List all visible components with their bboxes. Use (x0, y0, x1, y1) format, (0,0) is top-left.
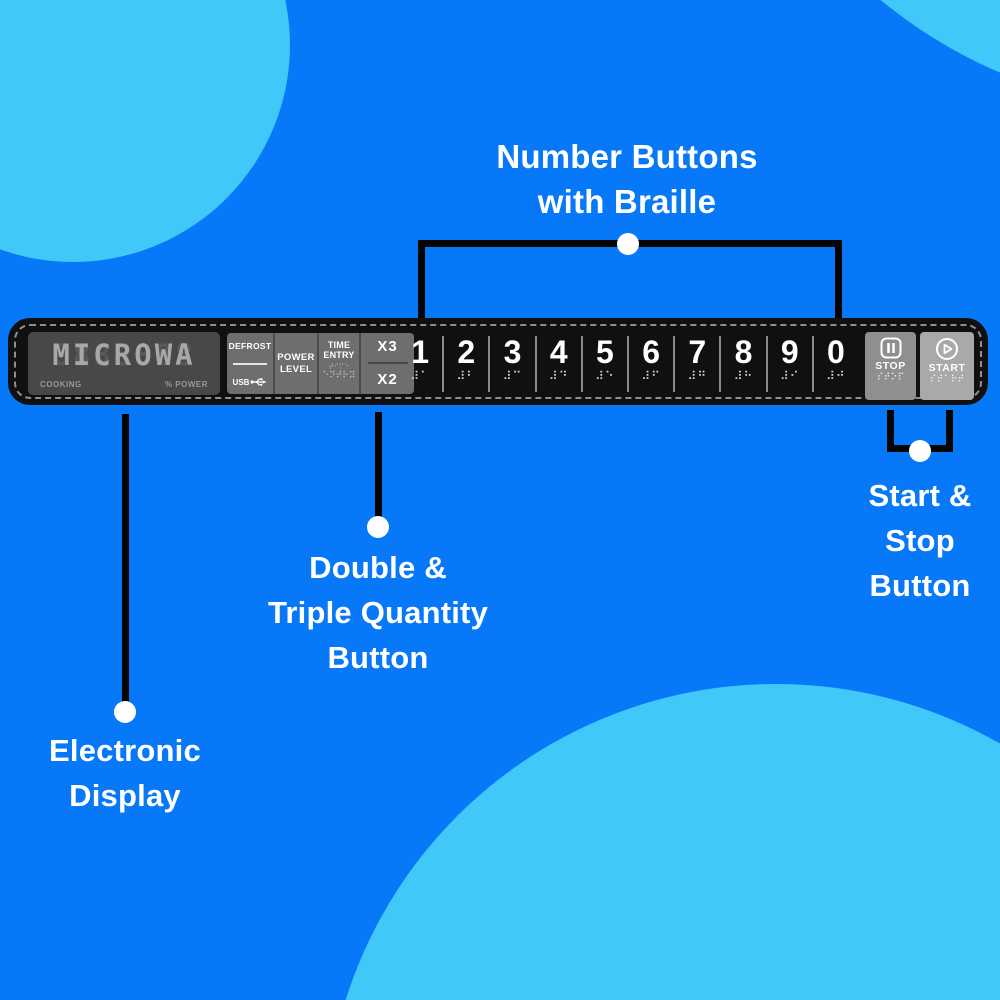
stop-button[interactable]: STOP ⠎⠞⠕⠏ (865, 332, 916, 400)
display-callout-dot (114, 701, 136, 723)
start-stop-bracket-right-leg (946, 410, 953, 452)
entry-braille: ⠑⠝⠞⠗⠽ (322, 371, 356, 381)
usb-port: USB (233, 377, 268, 387)
cooking-label: COOKING (40, 380, 82, 389)
background-blob-bottom-right (325, 684, 1000, 1000)
number-button-5[interactable]: 5 ⠼⠑ (580, 334, 627, 392)
digit-braille: ⠼⠋ (641, 369, 661, 383)
display-labels: COOKING % POWER (40, 380, 208, 389)
digit-braille: ⠼⠃ (456, 369, 477, 383)
time-entry-line1: TIME (327, 340, 351, 350)
number-buttons-bracket-left-leg (418, 240, 425, 318)
digit-braille: ⠼⠓ (733, 369, 754, 383)
digit-label: 7 (688, 334, 707, 370)
quantity-callout-line (375, 412, 382, 517)
number-button-0[interactable]: 0 ⠼⠚ (811, 334, 858, 392)
defrost-divider (233, 363, 267, 365)
display-text: MICROWA (52, 338, 196, 372)
number-buttons-caption: Number Buttons with Braille (427, 134, 827, 224)
pause-icon (880, 337, 901, 359)
time-entry-line2: ENTRY (323, 350, 355, 360)
quantity-callout-dot (367, 516, 389, 538)
defrost-usb-column: DEFROST USB (227, 333, 273, 394)
caption-line: Stop (885, 523, 955, 558)
function-button-block: DEFROST USB POWER LE (227, 333, 414, 394)
digit-label: 6 (642, 334, 661, 370)
digit-braille: ⠼⠁ (410, 369, 430, 383)
power-level-line2: LEVEL (279, 363, 313, 375)
digit-label: 9 (780, 334, 799, 370)
start-button[interactable]: START ⠎⠞⠁⠗⠞ (920, 332, 974, 400)
digit-label: 5 (596, 334, 614, 370)
power-level-button[interactable]: POWER LEVEL (273, 333, 317, 394)
caption-line: Triple Quantity (267, 595, 489, 630)
caption-line: Start & (868, 478, 972, 513)
stop-label: STOP (875, 360, 906, 372)
start-stop-callout-dot (909, 440, 931, 462)
display-screen: 8888888 MICROWA (28, 340, 220, 370)
display-ghost-segments: 8888888 (52, 338, 196, 372)
background-blob-top-left (0, 0, 290, 262)
digit-braille: ⠼⠛ (687, 369, 708, 383)
display-callout-line (122, 414, 129, 702)
time-entry-button[interactable]: TIME ENTRY ⠞⠊⠍⠑ ⠑⠝⠞⠗⠽ (317, 333, 359, 394)
time-braille: ⠞⠊⠍⠑ (328, 363, 350, 371)
usb-label: USB (232, 377, 250, 387)
usb-icon (250, 378, 268, 386)
start-stop-caption: Start & Stop Button (830, 473, 1000, 608)
caption-line: Button (327, 640, 429, 675)
start-stop-bracket-left-leg (887, 410, 894, 452)
number-button-row: 1 ⠼⠁ 2 ⠼⠃ 3 ⠼⠉ 4 ⠼⠙ 5 ⠼⠑ 6 ⠼⠋ (398, 336, 858, 392)
x3-button[interactable]: X3 (377, 338, 398, 355)
number-button-7[interactable]: 7 ⠼⠛ (673, 336, 719, 392)
quantity-divider (367, 362, 408, 364)
digit-label: 0 (827, 334, 845, 370)
digit-label: 8 (734, 334, 753, 370)
digit-braille: ⠼⠚ (826, 369, 846, 383)
digit-braille: ⠼⠑ (595, 369, 615, 383)
digit-label: 1 (411, 334, 429, 370)
digit-label: 3 (503, 334, 522, 370)
digit-braille: ⠼⠊ (779, 369, 800, 383)
start-label: START (928, 362, 966, 374)
caption-line: Display (69, 778, 181, 813)
number-button-6[interactable]: 6 ⠼⠋ (627, 336, 673, 392)
start-braille: ⠎⠞⠁⠗⠞ (929, 374, 965, 385)
caption-line: Number Buttons (496, 138, 758, 175)
play-icon (936, 338, 958, 360)
background-blob-top-right (705, 0, 1000, 111)
digit-label: 4 (549, 334, 568, 370)
quantity-button-column: X3 X2 (359, 333, 414, 394)
defrost-button[interactable]: DEFROST (228, 341, 272, 351)
number-button-3[interactable]: 3 ⠼⠉ (488, 336, 534, 392)
stop-braille: ⠎⠞⠕⠏ (876, 372, 905, 383)
digit-braille: ⠼⠙ (548, 369, 569, 383)
digit-label: 2 (457, 334, 476, 370)
quantity-caption: Double & Triple Quantity Button (203, 545, 553, 680)
number-buttons-callout-dot (617, 233, 639, 255)
caption-line: with Braille (537, 183, 717, 220)
power-level-line1: POWER (277, 351, 315, 363)
number-buttons-bracket-right-leg (835, 240, 842, 318)
number-button-2[interactable]: 2 ⠼⠃ (442, 336, 488, 392)
number-button-4[interactable]: 4 ⠼⠙ (534, 334, 581, 392)
electronic-display: 8888888 MICROWA COOKING % POWER (28, 332, 220, 395)
number-button-1[interactable]: 1 ⠼⠁ (398, 336, 442, 392)
display-caption: Electronic Display (5, 728, 245, 818)
x2-button[interactable]: X2 (377, 371, 398, 388)
number-button-8[interactable]: 8 ⠼⠓ (719, 336, 765, 392)
number-button-9[interactable]: 9 ⠼⠊ (765, 334, 812, 392)
caption-line: Double & (309, 550, 447, 585)
control-panel: 8888888 MICROWA COOKING % POWER DEFROST … (8, 318, 988, 405)
caption-line: Button (869, 568, 971, 603)
caption-line: Electronic (49, 733, 201, 768)
digit-braille: ⠼⠉ (502, 369, 523, 383)
power-percent-label: % POWER (164, 380, 208, 389)
